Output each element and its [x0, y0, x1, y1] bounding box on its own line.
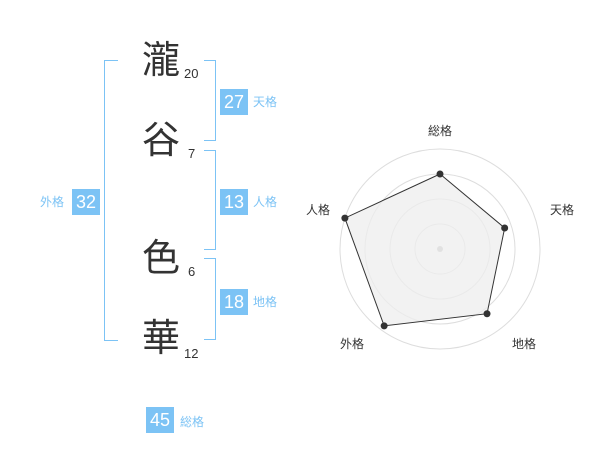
radar-label-soukaku: 総格	[428, 124, 453, 138]
name-char-4: 華	[142, 316, 181, 360]
jinkaku-label: 人格	[253, 195, 278, 209]
chikaku-value: 18	[220, 289, 248, 315]
chikaku-bracket	[204, 258, 216, 340]
soukaku-value: 45	[146, 407, 174, 433]
radar-series-line	[344, 173, 506, 327]
radar-point-1	[436, 170, 444, 178]
gaikaku-bracket	[104, 60, 118, 341]
gaikaku-label: 外格	[40, 195, 65, 209]
stroke-count-3: 6	[188, 264, 196, 279]
stroke-count-1: 20	[184, 66, 199, 81]
name-char-3: 色	[142, 236, 181, 280]
name-char-1: 瀧	[142, 38, 181, 82]
jinkaku-bracket	[204, 150, 216, 250]
radar-point-3	[483, 310, 491, 318]
radar-point-2	[501, 224, 509, 232]
tenkaku-bracket	[204, 60, 216, 141]
radar-point-5	[341, 214, 349, 222]
jinkaku-value: 13	[220, 189, 248, 215]
radar-point-4	[380, 322, 388, 330]
radar-label-tenkaku: 天格	[550, 203, 575, 217]
tenkaku-value: 27	[220, 89, 248, 115]
soukaku-label: 総格	[180, 415, 205, 429]
chikaku-label: 地格	[253, 295, 278, 309]
radar-chart	[339, 148, 541, 350]
radar-label-chikaku: 地格	[512, 337, 537, 351]
radar-label-gaikaku: 外格	[340, 337, 365, 351]
gaikaku-value: 32	[72, 189, 100, 215]
name-char-2: 谷	[142, 118, 181, 162]
tenkaku-label: 天格	[253, 95, 278, 109]
radar-ring	[339, 148, 541, 350]
stroke-count-2: 7	[188, 146, 196, 161]
stroke-count-4: 12	[184, 346, 199, 361]
radar-label-jinkaku: 人格	[306, 203, 331, 217]
